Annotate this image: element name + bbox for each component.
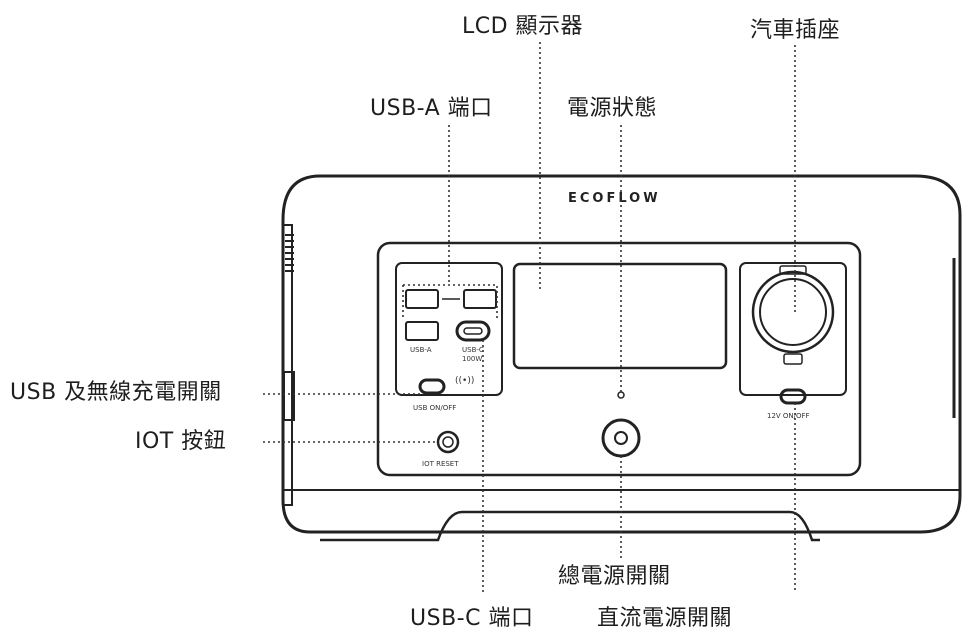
callout-dc-power-switch: 直流電源開關 bbox=[597, 606, 733, 631]
car-socket bbox=[751, 270, 835, 354]
dc-switch bbox=[779, 388, 807, 405]
usb-module bbox=[395, 262, 503, 396]
callout-lcd-display: LCD 顯示器 bbox=[462, 14, 584, 39]
lcd-screen bbox=[512, 262, 728, 370]
dc-switch-tag: 12V ON/OFF bbox=[767, 412, 810, 420]
callout-usb-c-port: USB-C 端口 bbox=[410, 606, 534, 631]
callout-usb-wireless-switch: USB 及無線充電開關 bbox=[10, 380, 222, 405]
usb-switch bbox=[418, 378, 446, 395]
iot-reset-tag: IOT RESET bbox=[422, 460, 459, 468]
callout-power-status: 電源狀態 bbox=[567, 96, 658, 121]
usb-a-tag: USB-A bbox=[410, 346, 432, 354]
usb-switch-tag: USB ON/OFF bbox=[413, 404, 456, 412]
usb-a-port-2 bbox=[463, 289, 497, 309]
callout-car-socket: 汽車插座 bbox=[750, 18, 841, 43]
base-cutout bbox=[320, 510, 820, 542]
usb-c-port bbox=[455, 320, 491, 342]
usb-a-port-3 bbox=[405, 321, 439, 341]
device-body bbox=[281, 174, 962, 534]
front-panel bbox=[376, 241, 862, 477]
callout-main-power-switch: 總電源開關 bbox=[558, 564, 671, 589]
callout-usb-a-port: USB-A 端口 bbox=[370, 96, 493, 121]
main-power-button bbox=[601, 418, 641, 458]
callout-iot-button: IOT 按鈕 bbox=[135, 429, 227, 454]
leader-lines bbox=[263, 42, 796, 592]
wireless-icon: ((•)) bbox=[455, 376, 474, 386]
usb-c-tag: USB-C bbox=[462, 346, 484, 354]
iot-reset-button bbox=[436, 430, 460, 454]
brand-logo: ECOFLOW bbox=[568, 191, 661, 206]
usb-c-watts-tag: 100W bbox=[462, 355, 482, 363]
left-handle bbox=[283, 224, 295, 506]
car-socket-module bbox=[739, 262, 847, 396]
usb-a-port-1 bbox=[405, 289, 439, 309]
power-status-led bbox=[617, 391, 625, 399]
